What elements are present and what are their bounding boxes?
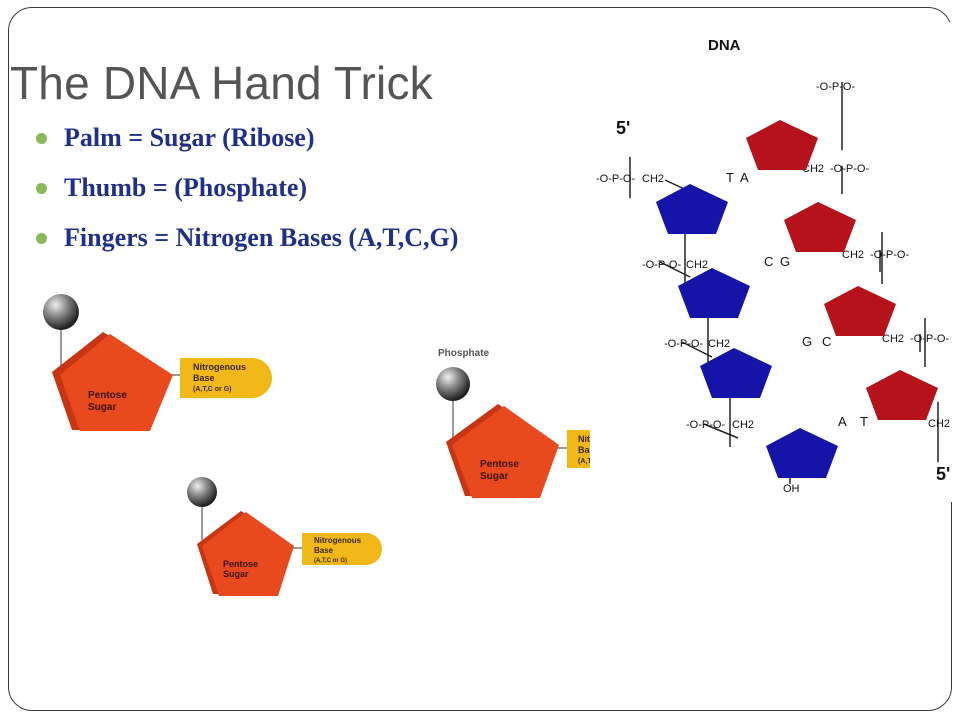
phosphate-ball-icon [43, 294, 79, 330]
deoxyribose-sugar-red [824, 286, 896, 336]
dna-structure-diagram: DNA 5' 5' -O-P-O- CH2 -O-P-O- CH2 -O-P-O… [590, 22, 960, 502]
five-prime-label-top: 5' [616, 118, 630, 138]
sugar-label: Sugar [480, 471, 508, 482]
pentose-sugar-pentagon [60, 334, 173, 431]
nitrogenous-base-shape [180, 358, 272, 398]
phosphate-group-label: -O-P-O- [870, 249, 909, 261]
backbone-line [703, 423, 739, 439]
sugar-label: Sugar [223, 569, 249, 579]
phosphate-group-label: -O-P-O- [686, 419, 725, 431]
phosphate-ball-icon [187, 477, 217, 507]
base-letter-left: G [802, 334, 812, 349]
dna-diagram-background [590, 22, 960, 502]
base-label: Nitrogenous [314, 536, 362, 545]
phosphate-group-label: -O-P-O- [596, 173, 635, 185]
ch2-label: CH2 [686, 259, 708, 271]
deoxyribose-sugar-red [746, 120, 818, 170]
nucleotide-diagram-3: Pentose Sugar Nitrogenous Base (A,T,C or… [187, 477, 382, 596]
ch2-label: CH2 [732, 419, 754, 431]
deoxyribose-sugar-blue [766, 428, 838, 478]
base-letter-left: T [726, 170, 734, 185]
deoxyribose-sugar-blue [656, 184, 728, 234]
sugar-label: Pentose [88, 390, 127, 401]
bullet-icon [36, 233, 47, 244]
backbone-line [659, 261, 691, 278]
bullet-text: Thumb = (Phosphate) [64, 173, 308, 202]
bullet-text: Palm = Sugar (Ribose) [64, 123, 315, 152]
base-letter-left: C [764, 254, 773, 269]
five-prime-label-bottom: 5' [936, 464, 950, 484]
deoxyribose-sugar-red [784, 202, 856, 252]
ch2-label: CH2 [802, 163, 824, 175]
phosphate-group-label: -O-P-O- [910, 333, 949, 345]
base-label: Base [193, 373, 215, 383]
base-label: Base [314, 546, 334, 555]
ch2-label: CH2 [928, 418, 950, 430]
pentose-sugar-pentagon [202, 512, 294, 596]
phosphate-group-label: -O-P-O- [664, 338, 703, 350]
phosphate-label: Phosphate [438, 348, 490, 359]
nitrogenous-base-shape [302, 533, 382, 565]
bullet-icon [36, 183, 47, 194]
deoxyribose-sugar-red [866, 370, 938, 420]
base-label: Nitrogenous [193, 362, 246, 372]
ch2-label: CH2 [708, 338, 730, 350]
dna-title: DNA [708, 37, 741, 54]
ch2-label: CH2 [842, 249, 864, 261]
nucleotide-diagram-1: Pentose Sugar Nitrogenous Base (A,T,C or… [43, 294, 272, 431]
deoxyribose-sugar-blue [678, 268, 750, 318]
bullet-text: Fingers = Nitrogen Bases (A,T,C,G) [64, 223, 459, 252]
bullet-item: Palm = Sugar (Ribose) [36, 118, 458, 168]
base-label: (A,T,C or G) [314, 558, 347, 564]
sugar-label: Pentose [223, 559, 258, 569]
bullet-icon [36, 133, 47, 144]
bullet-item: Fingers = Nitrogen Bases (A,T,C,G) [36, 218, 458, 268]
sugar-label: Pentose [480, 459, 519, 470]
nucleotide-diagram-2: Phosphate Pentose Sugar Nitrogenous Base… [436, 348, 654, 498]
phosphate-group-label: -O-P-O- [830, 163, 869, 175]
backbone-line [681, 341, 713, 358]
base-letter-left: A [838, 414, 847, 429]
base-letter-right: T [860, 414, 868, 429]
base-label: Base [578, 445, 600, 455]
ch2-label: CH2 [882, 333, 904, 345]
pentose-sugar-pentagon [452, 406, 559, 498]
bullet-list: Palm = Sugar (Ribose) Thumb = (Phosphate… [36, 118, 458, 268]
phosphate-group-label: -O-P-O- [642, 259, 681, 271]
base-letter-right: G [780, 254, 790, 269]
phosphate-ball-icon [436, 367, 470, 401]
base-letter-right: C [822, 334, 831, 349]
base-letter-right: A [740, 170, 749, 185]
sugar-label: Sugar [88, 402, 116, 413]
ch2-label: CH2 [642, 173, 664, 185]
oh-label: OH [783, 483, 800, 495]
bullet-item: Thumb = (Phosphate) [36, 168, 458, 218]
base-label: (A,T,C or G) [193, 386, 232, 393]
phosphate-group-label: -O-P-O- [816, 81, 855, 93]
slide-title: The DNA Hand Trick [10, 57, 433, 109]
deoxyribose-sugar-blue [700, 348, 772, 398]
